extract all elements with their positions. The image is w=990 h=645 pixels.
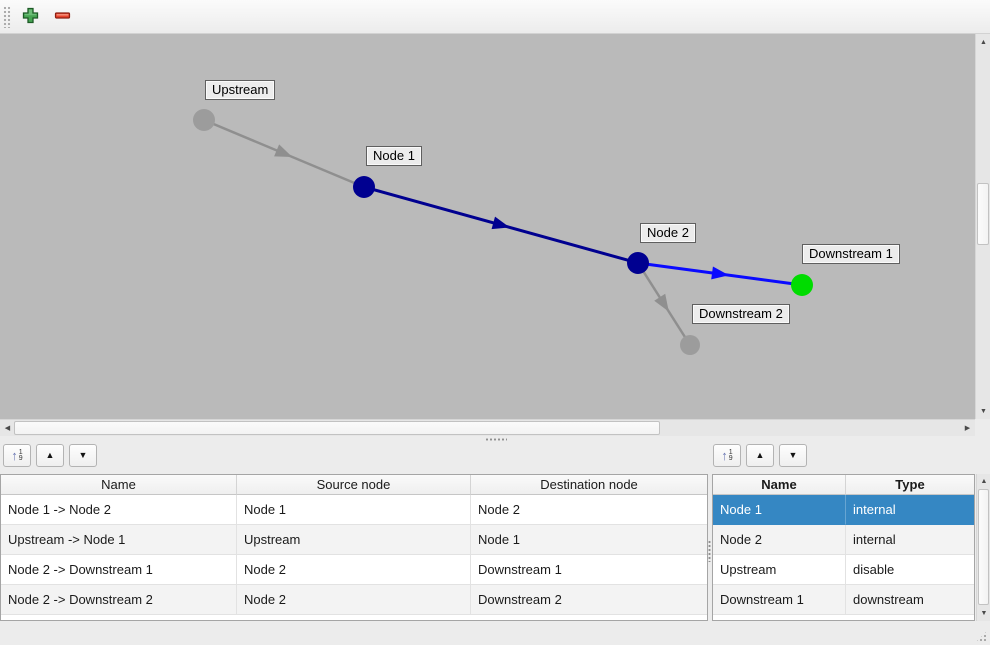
cell-name: Downstream 1 [713, 585, 846, 615]
up-triangle-icon: ▲ [755, 450, 765, 460]
nodes-move-up-button[interactable]: ▲ [746, 444, 774, 467]
graph-svg [193, 109, 813, 355]
add-button[interactable] [19, 6, 41, 28]
graph-node[interactable] [680, 335, 700, 355]
graph-node[interactable] [627, 252, 649, 274]
nodes-table-vscrollbar[interactable]: ▲ ▼ [976, 474, 990, 621]
pane-splitter-vertical[interactable] [708, 443, 712, 622]
cell-type: internal [846, 525, 974, 555]
scroll-up-arrow[interactable]: ▲ [977, 35, 990, 49]
cell-type: internal [853, 502, 896, 517]
graph-node[interactable] [193, 109, 215, 131]
node-label[interactable]: Node 2 [640, 223, 696, 243]
up-arrow-icon: ▲ [980, 38, 987, 46]
left-arrow-icon: ◀ [4, 425, 11, 432]
minus-icon [54, 7, 71, 27]
down-arrow-icon: ▼ [980, 407, 987, 415]
node-label[interactable]: Downstream 2 [692, 304, 790, 324]
cell-source: Node 2 [237, 555, 471, 585]
scroll-up-arrow[interactable]: ▲ [978, 475, 990, 488]
scroll-down-arrow[interactable]: ▼ [978, 607, 990, 620]
cell-name: Upstream -> Node 1 [1, 525, 237, 555]
scroll-right-arrow[interactable]: ▶ [961, 421, 974, 435]
edge-arrow-icon [491, 216, 510, 230]
edges-table: Name Source node Destination node Node 1… [0, 474, 708, 621]
column-header-source[interactable]: Source node [237, 475, 471, 495]
column-header-name[interactable]: Name [713, 475, 846, 495]
cell-source: Upstream [237, 525, 471, 555]
cell-destination: Downstream 1 [471, 555, 707, 585]
scroll-left-arrow[interactable]: ◀ [1, 421, 14, 435]
cell-name: Node 2 -> Downstream 2 [1, 585, 237, 615]
vscroll-thumb[interactable] [978, 489, 989, 605]
canvas-hscrollbar[interactable]: ◀ ▶ [0, 419, 975, 436]
column-header-type[interactable]: Type [846, 475, 974, 495]
node-label[interactable]: Downstream 1 [802, 244, 900, 264]
splitter-grip-dots [485, 438, 507, 441]
edges-table-header: Name Source node Destination node [1, 475, 707, 495]
table-row-selected[interactable]: Node 1 internal [713, 495, 974, 525]
table-row[interactable]: Node 2 -> Downstream 1 Node 2 Downstream… [1, 555, 707, 585]
cell-name: Node 1 -> Node 2 [1, 495, 237, 525]
table-row[interactable]: Downstream 1 downstream [713, 585, 974, 615]
edge-arrow-icon [654, 293, 669, 312]
down-triangle-icon: ▼ [788, 450, 798, 460]
table-row[interactable]: Node 2 -> Downstream 2 Node 2 Downstream… [1, 585, 707, 615]
cell-destination: Downstream 2 [471, 585, 707, 615]
edge-arrow-icon [274, 144, 293, 157]
graph-node[interactable] [791, 274, 813, 296]
cell-source: Node 1 [237, 495, 471, 525]
node-label[interactable]: Node 1 [366, 146, 422, 166]
up-triangle-icon: ▲ [45, 450, 55, 460]
cell-destination: Node 1 [471, 525, 707, 555]
cell-name: Node 1 [713, 495, 846, 525]
cell-type: disable [846, 555, 974, 585]
remove-button[interactable] [51, 6, 73, 28]
table-row[interactable]: Node 1 -> Node 2 Node 1 Node 2 [1, 495, 707, 525]
column-header-name[interactable]: Name [1, 475, 237, 495]
cell-name: Node 2 -> Downstream 1 [1, 555, 237, 585]
splitter-grip-dots [708, 540, 711, 562]
node-label[interactable]: Upstream [205, 80, 276, 100]
edges-move-down-button[interactable]: ▼ [69, 444, 97, 467]
down-triangle-icon: ▼ [78, 450, 88, 460]
column-header-destination[interactable]: Destination node [471, 475, 707, 495]
nodes-table-header: Name Type [713, 475, 974, 495]
cell-name: Upstream [713, 555, 846, 585]
graph-node[interactable] [353, 176, 375, 198]
edges-move-up-button[interactable]: ▲ [36, 444, 64, 467]
table-row[interactable]: Upstream -> Node 1 Upstream Node 1 [1, 525, 707, 555]
canvas-vscrollbar[interactable]: ▲ ▼ [975, 34, 990, 419]
vscroll-thumb[interactable] [977, 183, 989, 245]
table-row[interactable]: Node 2 internal [713, 525, 974, 555]
hscroll-thumb[interactable] [14, 421, 660, 435]
cell-name: Node 2 [713, 525, 846, 555]
plus-icon [22, 7, 39, 27]
scroll-down-arrow[interactable]: ▼ [977, 404, 990, 418]
cell-type: downstream [846, 585, 974, 615]
window-resize-grip[interactable] [975, 630, 988, 643]
right-arrow-icon: ▶ [964, 425, 971, 432]
up-arrow-icon: ▲ [980, 478, 988, 485]
cell-source: Node 2 [237, 585, 471, 615]
toolbar-drag-grip[interactable] [3, 6, 11, 28]
cell-destination: Node 2 [471, 495, 707, 525]
main-toolbar [0, 0, 990, 34]
table-row[interactable]: Upstream disable [713, 555, 974, 585]
down-arrow-icon: ▼ [980, 610, 988, 617]
nodes-table: Name Type Node 1 internal Node 2 interna… [712, 474, 975, 621]
pane-splitter-horizontal[interactable] [0, 436, 990, 443]
edge-arrow-icon [711, 266, 729, 280]
status-bar [0, 622, 990, 645]
nodes-move-down-button[interactable]: ▼ [779, 444, 807, 467]
